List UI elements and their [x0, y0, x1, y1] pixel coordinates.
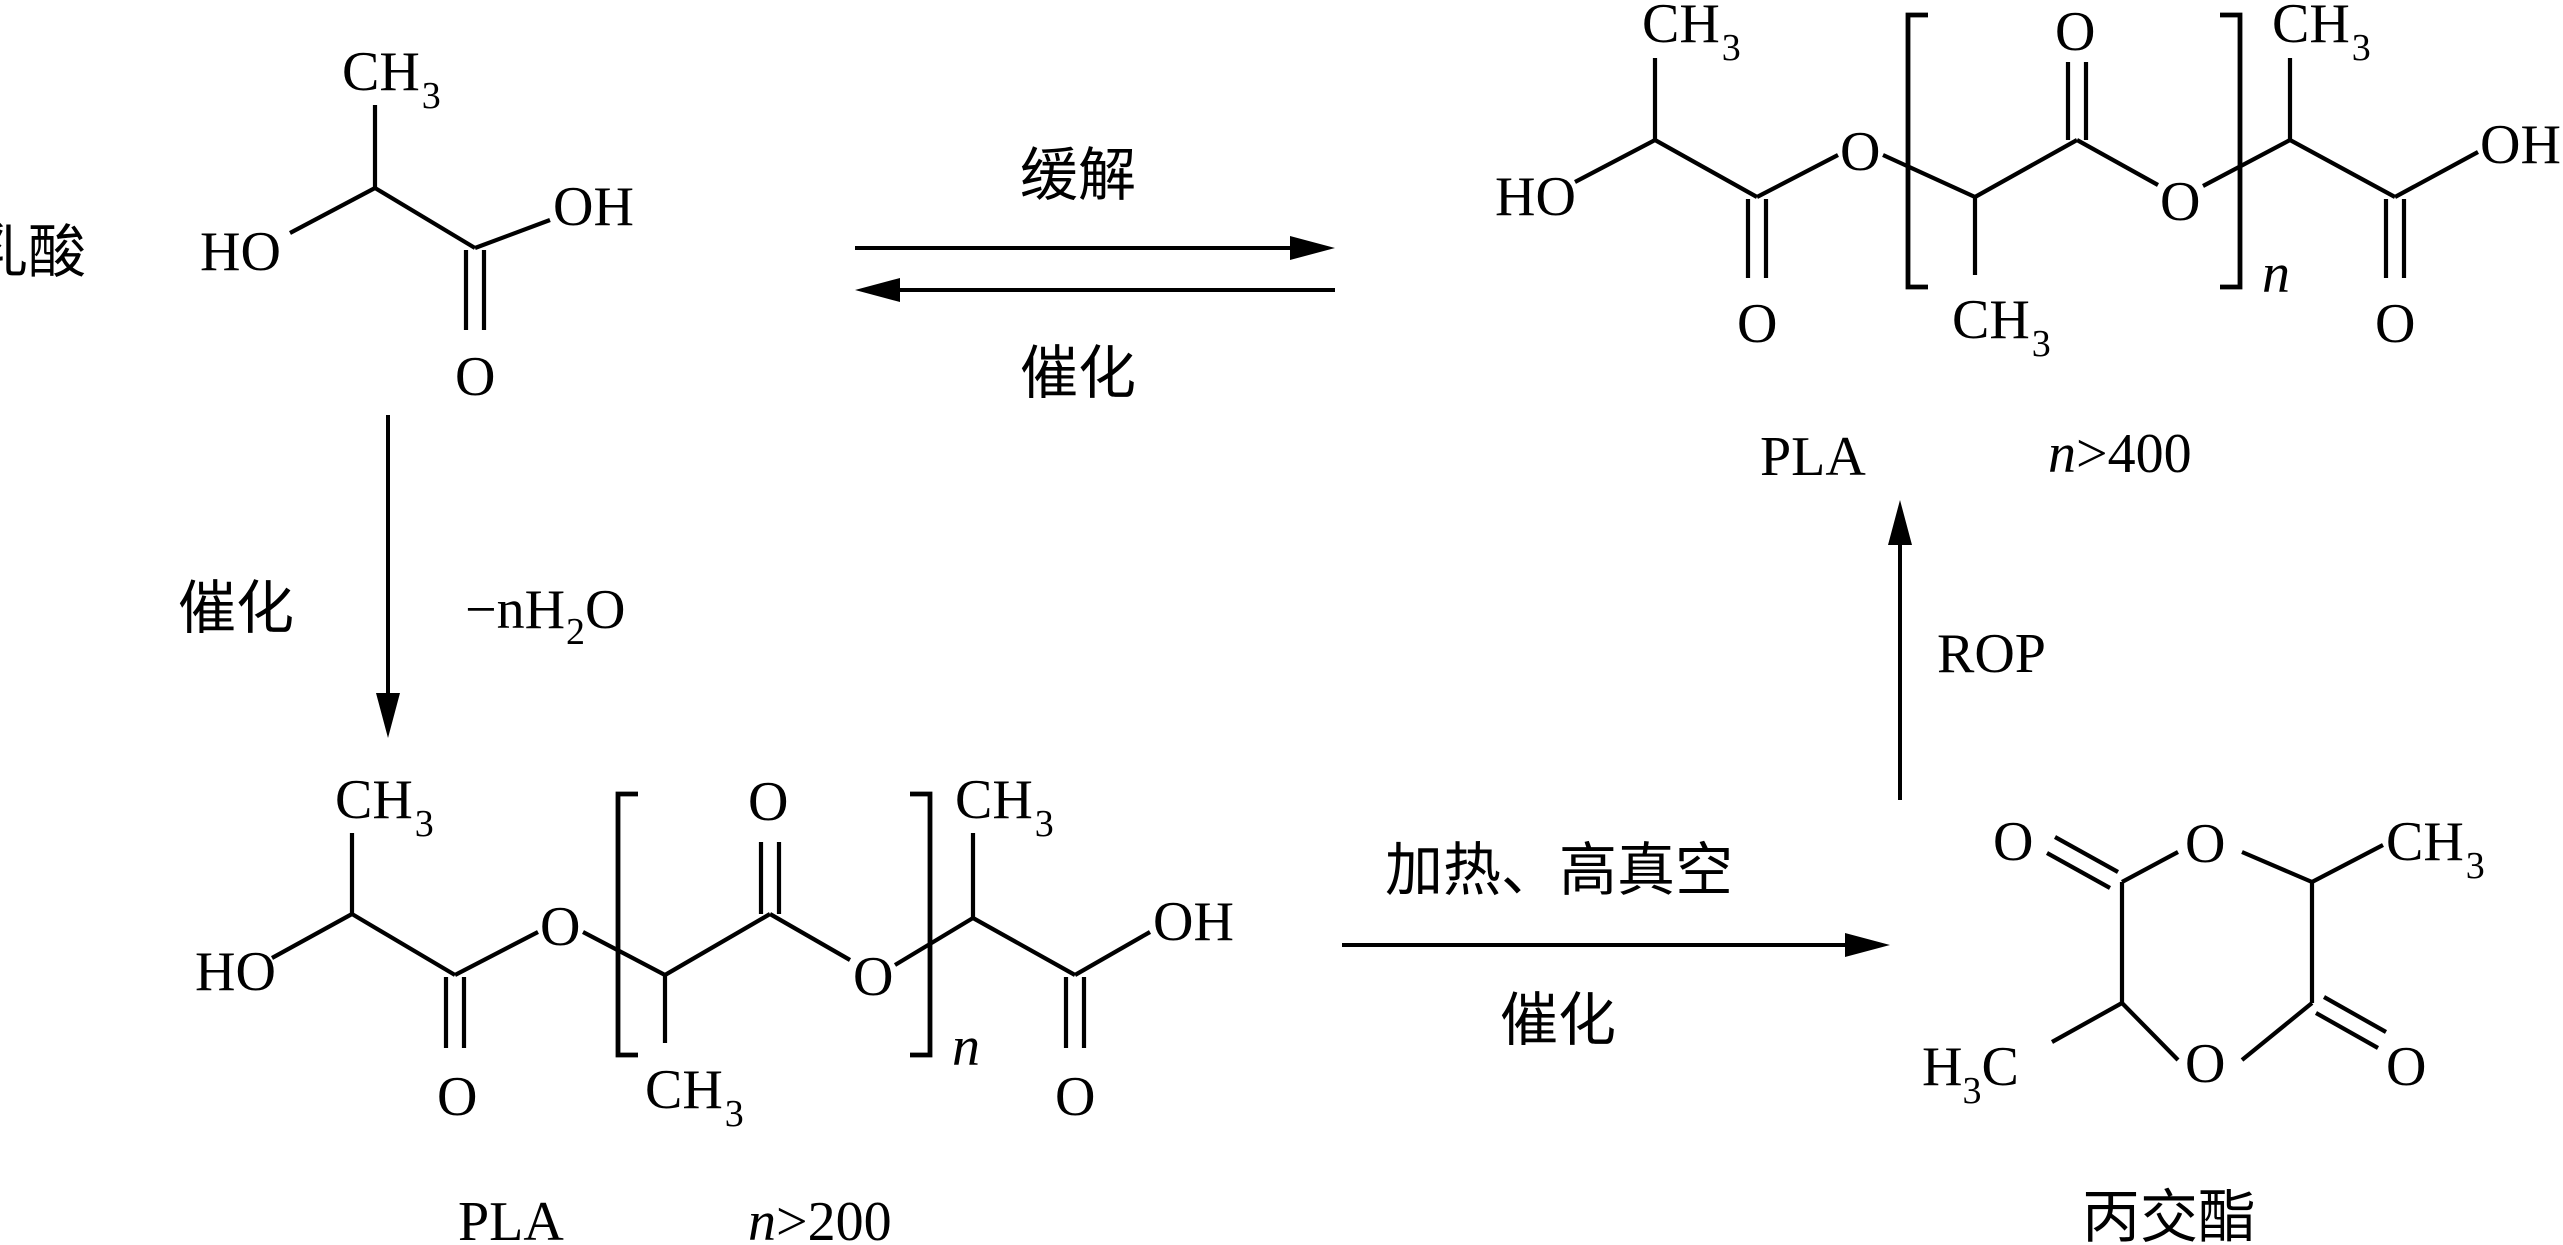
- ester-o-label: O: [2160, 171, 2200, 233]
- ch3-label: CH3: [2386, 811, 2485, 887]
- bond: [350, 912, 457, 977]
- double-bond: [2045, 851, 2112, 890]
- bond: [2288, 138, 2397, 199]
- bond: [2311, 843, 2384, 884]
- bond: [663, 912, 772, 977]
- bond: [2121, 850, 2179, 884]
- oh-label: OH: [1153, 891, 1234, 953]
- bond: [2075, 138, 2160, 187]
- ch3-label: CH3: [2272, 0, 2371, 69]
- pla-low-structure: CH3 HO O O CH3 O O n CH3 OH O PLA n>200: [195, 769, 1234, 1245]
- arrowhead: [376, 693, 400, 738]
- bond: [474, 218, 551, 250]
- bond: [2202, 138, 2291, 188]
- arrow-label-bottom: 催化: [1020, 339, 1136, 407]
- bond: [1653, 138, 1759, 199]
- ho-label: HO: [1495, 166, 1576, 228]
- right-bracket: [910, 791, 933, 1058]
- carbonyl-o-label: O: [437, 1066, 477, 1128]
- lactic-acid-structure: 乳酸 CH3 HO OH O: [0, 41, 634, 408]
- left-bracket: [615, 791, 638, 1058]
- ho-label: HO: [200, 221, 281, 283]
- lactide-label: 丙交酯: [2082, 1183, 2256, 1245]
- bond: [2120, 1001, 2180, 1062]
- bond: [768, 912, 852, 962]
- ch3-label: CH3: [645, 1059, 744, 1135]
- carbonyl-o-label: O: [748, 771, 788, 833]
- carbonyl-o-label: O: [2375, 293, 2415, 355]
- double-bond: [2053, 835, 2120, 874]
- bond: [1882, 153, 1976, 199]
- arrow-label-bottom: 催化: [1500, 986, 1616, 1054]
- bond: [454, 930, 539, 977]
- right-bracket: [2220, 12, 2243, 290]
- ester-o-label: O: [540, 896, 580, 958]
- bond: [1574, 138, 1656, 184]
- ester-o-label: O: [853, 946, 893, 1008]
- water-elimination-label: −nH2O: [465, 579, 625, 653]
- bond: [582, 930, 666, 977]
- carbonyl-o-label: O: [2055, 1, 2095, 63]
- bond: [373, 186, 477, 250]
- ester-o-label: O: [1840, 121, 1880, 183]
- h3c-label: H3C: [1922, 1036, 2019, 1112]
- bond: [2050, 1001, 2124, 1044]
- arrow-label-top: 缓解: [1020, 141, 1136, 209]
- lactic-acid-label: 乳酸: [0, 218, 86, 286]
- bond: [971, 916, 1077, 977]
- double-bond: [2322, 995, 2388, 1034]
- arrowhead: [1888, 500, 1912, 545]
- carbonyl-o-label: O: [1737, 293, 1777, 355]
- ho-label: HO: [195, 941, 276, 1003]
- rop-arrow: ROP: [1888, 500, 2046, 800]
- ring-o-top-label: O: [2185, 813, 2225, 875]
- ch3-label: CH3: [1952, 289, 2051, 365]
- arrow-label-top: 加热、高真空: [1385, 836, 1733, 904]
- depolymerization-arrow: 加热、高真空 催化: [1342, 836, 1890, 1054]
- bond: [1073, 930, 1152, 977]
- arrow-label: ROP: [1937, 623, 2046, 685]
- pla-label: PLA: [1760, 426, 1866, 488]
- bond: [289, 186, 376, 235]
- arrowhead: [1290, 236, 1335, 260]
- arrowhead: [855, 278, 900, 302]
- arrowhead: [1845, 933, 1890, 957]
- left-bracket: [1905, 12, 1928, 290]
- ch3-label: CH3: [955, 769, 1054, 845]
- degree-label: n>400: [2048, 423, 2192, 485]
- polycondensation-arrow: 催化 −nH2O: [178, 415, 625, 738]
- ch3-label: CH3: [335, 769, 434, 845]
- bond: [1756, 153, 1839, 199]
- bond: [2393, 150, 2480, 199]
- repeat-n-label: n: [952, 1016, 980, 1078]
- arrow-label-left: 催化: [178, 574, 294, 642]
- double-bond: [2314, 1011, 2380, 1050]
- pla-high-structure: CH3 HO O O CH3 O O n CH3 OH O PLA n>400: [1495, 0, 2561, 488]
- carbonyl-o-label: O: [455, 346, 495, 408]
- ch3-label: CH3: [342, 41, 441, 117]
- carbonyl-o-label: O: [2386, 1036, 2426, 1098]
- degree-label: n>200: [748, 1191, 892, 1245]
- pla-label: PLA: [458, 1191, 564, 1245]
- bond: [893, 916, 975, 967]
- oh-label: OH: [2480, 114, 2561, 176]
- bond: [1973, 138, 2079, 199]
- bond: [2240, 1001, 2314, 1062]
- equilibrium-arrows: 缓解 催化: [855, 141, 1335, 407]
- repeat-n-label: n: [2262, 243, 2290, 305]
- lactide-structure: O O O CH3 H3C O 丙交酯: [1922, 811, 2485, 1245]
- bond: [2241, 850, 2313, 884]
- carbonyl-o-label: O: [1993, 811, 2033, 873]
- ch3-label: CH3: [1642, 0, 1741, 69]
- carbonyl-o-label: O: [1055, 1066, 1095, 1128]
- oh-label: OH: [553, 176, 634, 238]
- ring-o-bottom-label: O: [2185, 1033, 2225, 1095]
- bond: [270, 912, 354, 960]
